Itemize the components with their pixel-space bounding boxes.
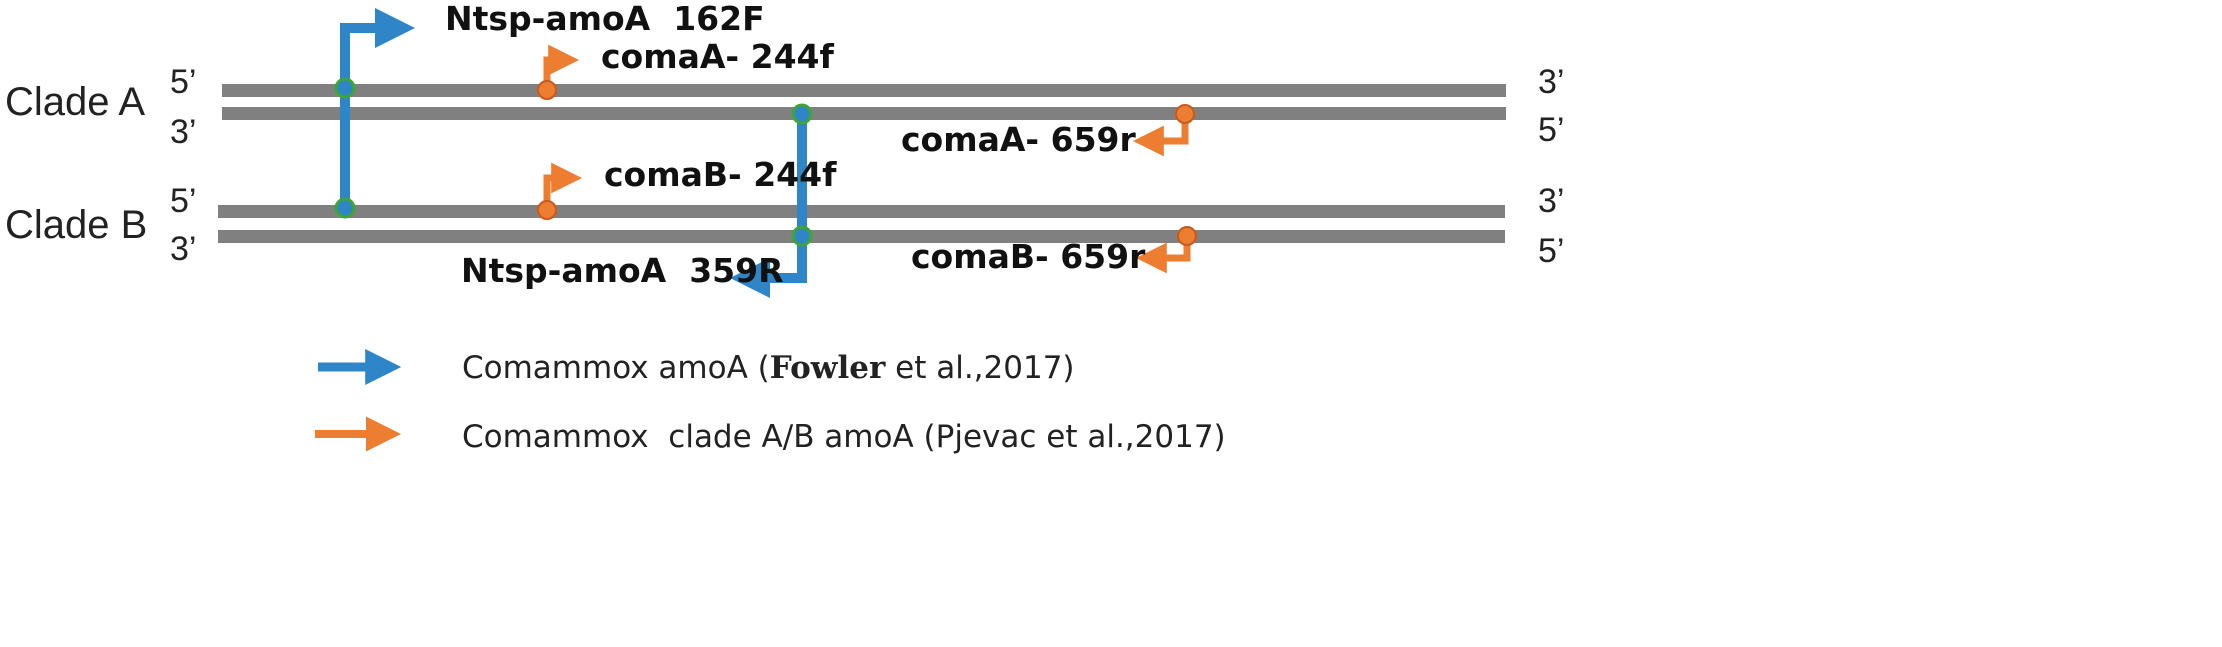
clade-b-top-left-end: 5’ xyxy=(170,182,196,220)
clade-b-top-right-end: 3’ xyxy=(1538,182,1564,220)
legend-orange-name: Comammox xyxy=(462,419,649,455)
ntsp-359r-node-clade-b xyxy=(791,225,813,247)
comaA-659r-node xyxy=(1175,104,1195,124)
clade-a-bottom-left-end: 3’ xyxy=(170,113,196,151)
clade-a-top-right-end: 3’ xyxy=(1538,63,1564,101)
ntsp-359r-arrow xyxy=(730,114,807,298)
ntsp-359r-label: Ntsp-amoA 359R xyxy=(461,251,784,290)
clade-b-label: Clade B xyxy=(5,203,147,247)
comaB-659r-node xyxy=(1177,226,1197,246)
comaB-244f-arrow xyxy=(543,162,582,210)
clade-b-bottom-right-end: 5’ xyxy=(1538,232,1564,270)
clade-b-bottom-strand xyxy=(218,230,1505,243)
comaA-244f-label: comaA- 244f xyxy=(601,37,834,76)
clade-b-top-strand xyxy=(218,205,1505,218)
legend-blue-ref-rest: et al.,2017) xyxy=(885,350,1074,386)
legend-orange-text: Comammox clade A/B amoA (Pjevac et al.,2… xyxy=(462,419,1226,455)
legend-blue-name: Comammox xyxy=(462,350,649,386)
clade-a-bottom-strand xyxy=(222,107,1506,120)
legend-blue-ref-open: ( xyxy=(758,350,770,386)
ntsp-162f-arrow xyxy=(340,8,415,208)
clade-a-bottom-right-end: 5’ xyxy=(1538,111,1564,149)
legend-blue-gene: amoA xyxy=(658,350,747,386)
comaB-244f-node xyxy=(537,200,557,220)
ntsp-162f-node-clade-a xyxy=(334,77,356,99)
legend-blue-author: Fowler xyxy=(770,350,886,386)
ntsp-162f-label: Ntsp-amoA 162F xyxy=(445,0,765,38)
comaA-659r-label: comaA- 659r xyxy=(901,120,1136,159)
comaB-244f-label: comaB- 244f xyxy=(604,155,837,194)
legend-orange-gene: clade A/B amoA xyxy=(668,419,913,455)
ntsp-162f-node-clade-b xyxy=(334,197,356,219)
legend-orange-ref: (Pjevac et al.,2017) xyxy=(924,419,1226,455)
clade-a-top-left-end: 5’ xyxy=(170,63,196,101)
clade-a-label: Clade A xyxy=(5,80,145,124)
comaA-244f-node xyxy=(537,80,557,100)
comaB-659r-label: comaB- 659r xyxy=(911,237,1146,276)
legend-blue-text: Comammox amoA (Fowler et al.,2017) xyxy=(462,350,1075,386)
clade-b-bottom-left-end: 3’ xyxy=(170,230,196,268)
ntsp-359r-node-clade-a xyxy=(791,103,813,125)
clade-a-top-strand xyxy=(222,84,1506,97)
